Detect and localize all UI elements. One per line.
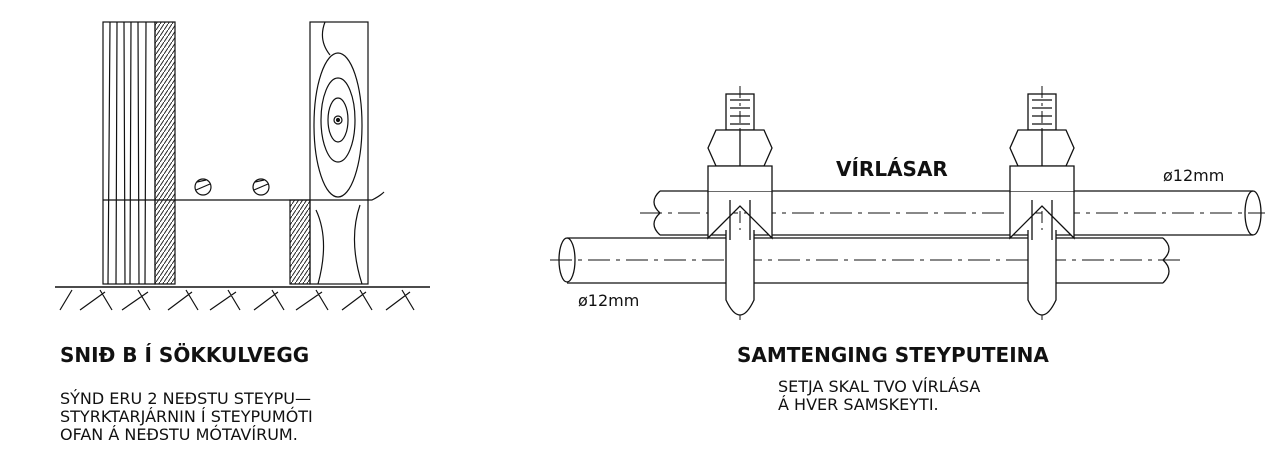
right-figure-note: SETJA SKAL TVO VÍRLÁSA Á HVER SAMSKEYTI. — [778, 377, 980, 414]
lower-rebar — [550, 237, 1180, 284]
left-note-line-2: STYRKTARJÁRNIN Í STEYPUMÓTI — [60, 407, 313, 426]
left-note-line-1: SÝND ERU 2 NEÐSTU STEYPU— — [60, 389, 311, 408]
wire-clamps-label: VÍRLÁSAR — [836, 157, 948, 181]
rebar-circle-1 — [194, 178, 212, 196]
ground-hatch — [55, 286, 430, 311]
form-tie-wire — [103, 191, 385, 201]
lower-bar-diameter: ø12mm — [578, 291, 639, 310]
left-note-line-3: OFAN Á NEÐSTU MÓTAVÍRUM. — [60, 425, 298, 444]
left-figure-note: SÝND ERU 2 NEÐSTU STEYPU— STYRKTARJÁRNIN… — [60, 389, 313, 444]
right-formwork-plank — [309, 21, 369, 285]
right-note-line-1: SETJA SKAL TVO VÍRLÁSA — [778, 377, 980, 396]
right-figure-title: SAMTENGING STEYPUTEINA — [737, 343, 1049, 367]
left-formwork-plank — [102, 21, 156, 285]
rebar-circle-2 — [252, 178, 270, 196]
upper-bar-diameter: ø12mm — [1163, 166, 1224, 185]
right-note-line-2: Á HVER SAMSKEYTI. — [778, 395, 939, 414]
wire-clamp-1 — [707, 86, 773, 320]
left-section-drawing — [55, 21, 430, 311]
right-splice-drawing — [550, 86, 1265, 320]
wire-clamp-2 — [1009, 86, 1075, 320]
right-batten-hatched — [289, 199, 311, 285]
left-batten-hatched — [154, 21, 176, 285]
left-figure-title: SNIÐ B Í SÖKKULVEGG — [60, 343, 309, 367]
